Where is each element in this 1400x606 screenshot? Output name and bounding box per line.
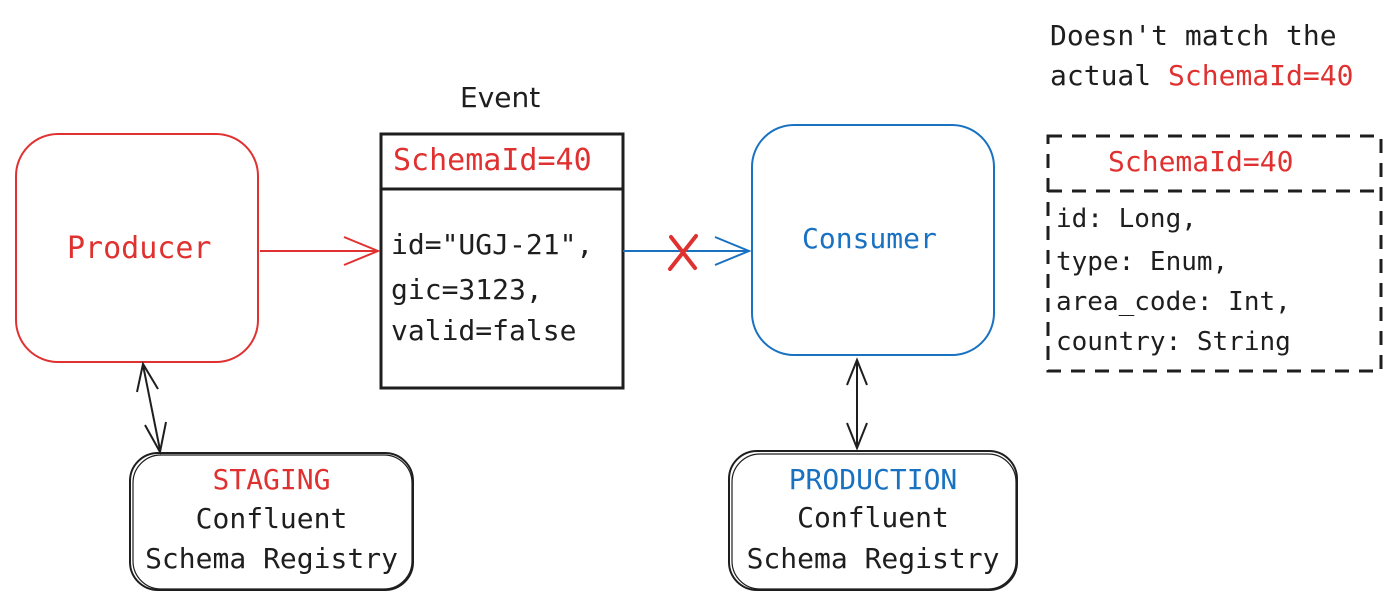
- producer-to-event-arrow: [260, 236, 381, 266]
- producer-label: Producer: [67, 231, 212, 266]
- staging-registry-box[interactable]: [129, 452, 414, 591]
- event-box[interactable]: [379, 132, 625, 390]
- event-title: Event: [460, 81, 541, 114]
- staging-registry-line1: Confluent: [195, 502, 348, 535]
- note-actual: actual: [1050, 59, 1152, 92]
- event-field-valid: valid=false: [391, 314, 577, 347]
- schema-field-type: type: Enum,: [1056, 247, 1229, 277]
- note-schema-id: SchemaId=40: [1168, 59, 1354, 92]
- note-line2: actual SchemaId=40: [1050, 62, 1353, 90]
- producer-registry-arrow: [136, 361, 167, 455]
- note-line1: Doesn't match the: [1050, 19, 1337, 52]
- production-registry-box[interactable]: [728, 450, 1018, 591]
- schema-box[interactable]: [1046, 134, 1383, 373]
- production-env-label: PRODUCTION: [788, 463, 958, 496]
- event-field-gic: gic=3123,: [391, 273, 543, 306]
- consumer-label: Consumer: [802, 222, 937, 255]
- blocked-x-icon: [668, 234, 698, 271]
- event-schema-id: SchemaId=40: [393, 143, 592, 178]
- consumer-box[interactable]: [751, 124, 995, 356]
- production-registry-line2: Schema Registry: [746, 542, 1000, 575]
- schema-id-label: SchemaId=40: [1108, 145, 1294, 178]
- consumer-registry-arrow: [846, 357, 868, 451]
- event-field-id: id="UGJ-21",: [391, 228, 594, 261]
- production-registry-line1: Confluent: [797, 501, 949, 534]
- staging-registry-line2: Schema Registry: [145, 542, 398, 575]
- schema-field-area-code: area_code: Int,: [1056, 287, 1291, 317]
- staging-env-label: STAGING: [212, 463, 331, 496]
- producer-box[interactable]: [15, 133, 259, 363]
- schema-field-country: country: String: [1056, 327, 1291, 357]
- schema-field-id: id: Long,: [1056, 204, 1197, 234]
